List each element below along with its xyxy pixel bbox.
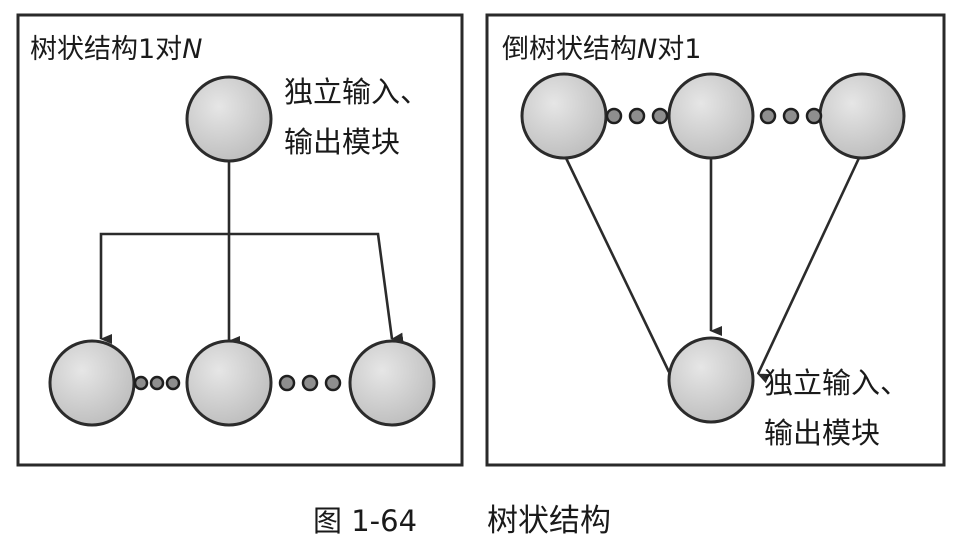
figure-caption: 图 1-64 树状结构 — [313, 503, 611, 539]
edge-root-to-right — [229, 232, 404, 343]
sink-node-label-line2: 输出模块 — [764, 416, 880, 450]
figure-caption-number: 图 1-64 — [313, 504, 417, 538]
edge-right-to-sink — [756, 157, 861, 384]
ellipsis-dots-right-b — [759, 107, 823, 125]
source-node-2 — [667, 72, 755, 160]
edge-root-to-left — [99, 232, 229, 344]
root-node-label-line2: 输出模块 — [284, 125, 400, 159]
panel-n-to-one-title: 倒树状结构N对1 — [502, 34, 701, 65]
ellipsis-dots-left-a — [133, 375, 181, 391]
source-node-1 — [520, 72, 608, 160]
figure-caption-title: 树状结构 — [487, 503, 611, 539]
root-node-label-line1: 独立输入、 — [284, 75, 429, 109]
edge-left-to-sink — [564, 157, 682, 373]
leaf-node-3 — [348, 339, 436, 427]
ellipsis-dots-left-b — [278, 374, 342, 392]
panel-n-to-one: 倒树状结构N对1 独立输入、 输出模块 — [485, 13, 946, 467]
panel-one-to-n-title: 树状结构1对N — [30, 34, 202, 65]
panel-one-to-n: 树状结构1对N 独立输入、 输出模块 — [16, 13, 464, 467]
sink-node-label-line1: 独立输入、 — [764, 366, 909, 400]
leaf-node-2 — [185, 339, 273, 427]
root-node — [185, 75, 273, 163]
leaf-node-1 — [48, 339, 136, 427]
source-node-3 — [818, 72, 906, 160]
sink-node — [667, 336, 755, 424]
ellipsis-dots-right-a — [605, 107, 669, 125]
